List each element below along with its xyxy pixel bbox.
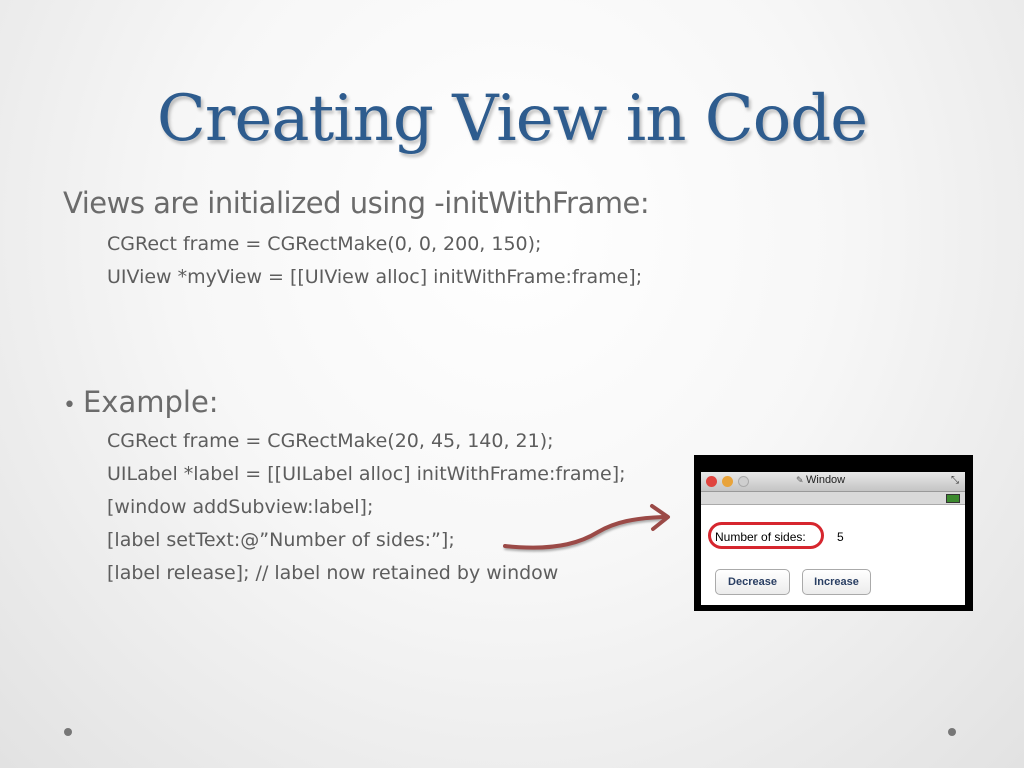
toolbar-toggle-icon[interactable] [946,494,960,503]
zoom-icon[interactable] [738,476,749,487]
example-bullet: • Example: [63,385,219,419]
close-icon[interactable] [706,476,717,487]
window-toolbar [701,492,965,505]
bullet-icon: • [63,393,76,418]
sides-value: 5 [837,530,844,544]
nav-dot-icon [948,728,956,736]
decrease-button[interactable]: Decrease [715,569,790,595]
intro-text: Views are initialized using -initWithFra… [63,186,650,220]
code-line: [label setText:@”Number of sides:”]; [107,529,455,551]
document-icon: ✎ [796,476,804,486]
window-titlebar[interactable]: ✎ Window ⤡ [701,472,965,492]
nav-dot-icon [64,728,72,736]
example-label: Example: [82,385,219,419]
window-content: Number of sides: 5 Decrease Increase [701,505,965,605]
sides-label: Number of sides: [715,530,806,544]
code-line: UILabel *label = [[UILabel alloc] initWi… [107,463,626,485]
resize-icon[interactable]: ⤡ [951,475,959,486]
code-line: [window addSubview:label]; [107,496,374,518]
window-title: Window [806,474,846,486]
increase-button[interactable]: Increase [802,569,871,595]
code-line: [label release]; // label now retained b… [107,562,559,584]
slide-title: Creating View in Code [156,82,868,156]
code-line: CGRect frame = CGRectMake(0, 0, 200, 150… [107,233,542,255]
code-line: UIView *myView = [[UIView alloc] initWit… [107,266,643,288]
code-line: CGRect frame = CGRectMake(20, 45, 140, 2… [107,430,554,452]
window-screenshot: ✎ Window ⤡ Number of sides: 5 Decrease I… [694,455,973,611]
highlight-ring [708,522,824,549]
minimize-icon[interactable] [722,476,733,487]
